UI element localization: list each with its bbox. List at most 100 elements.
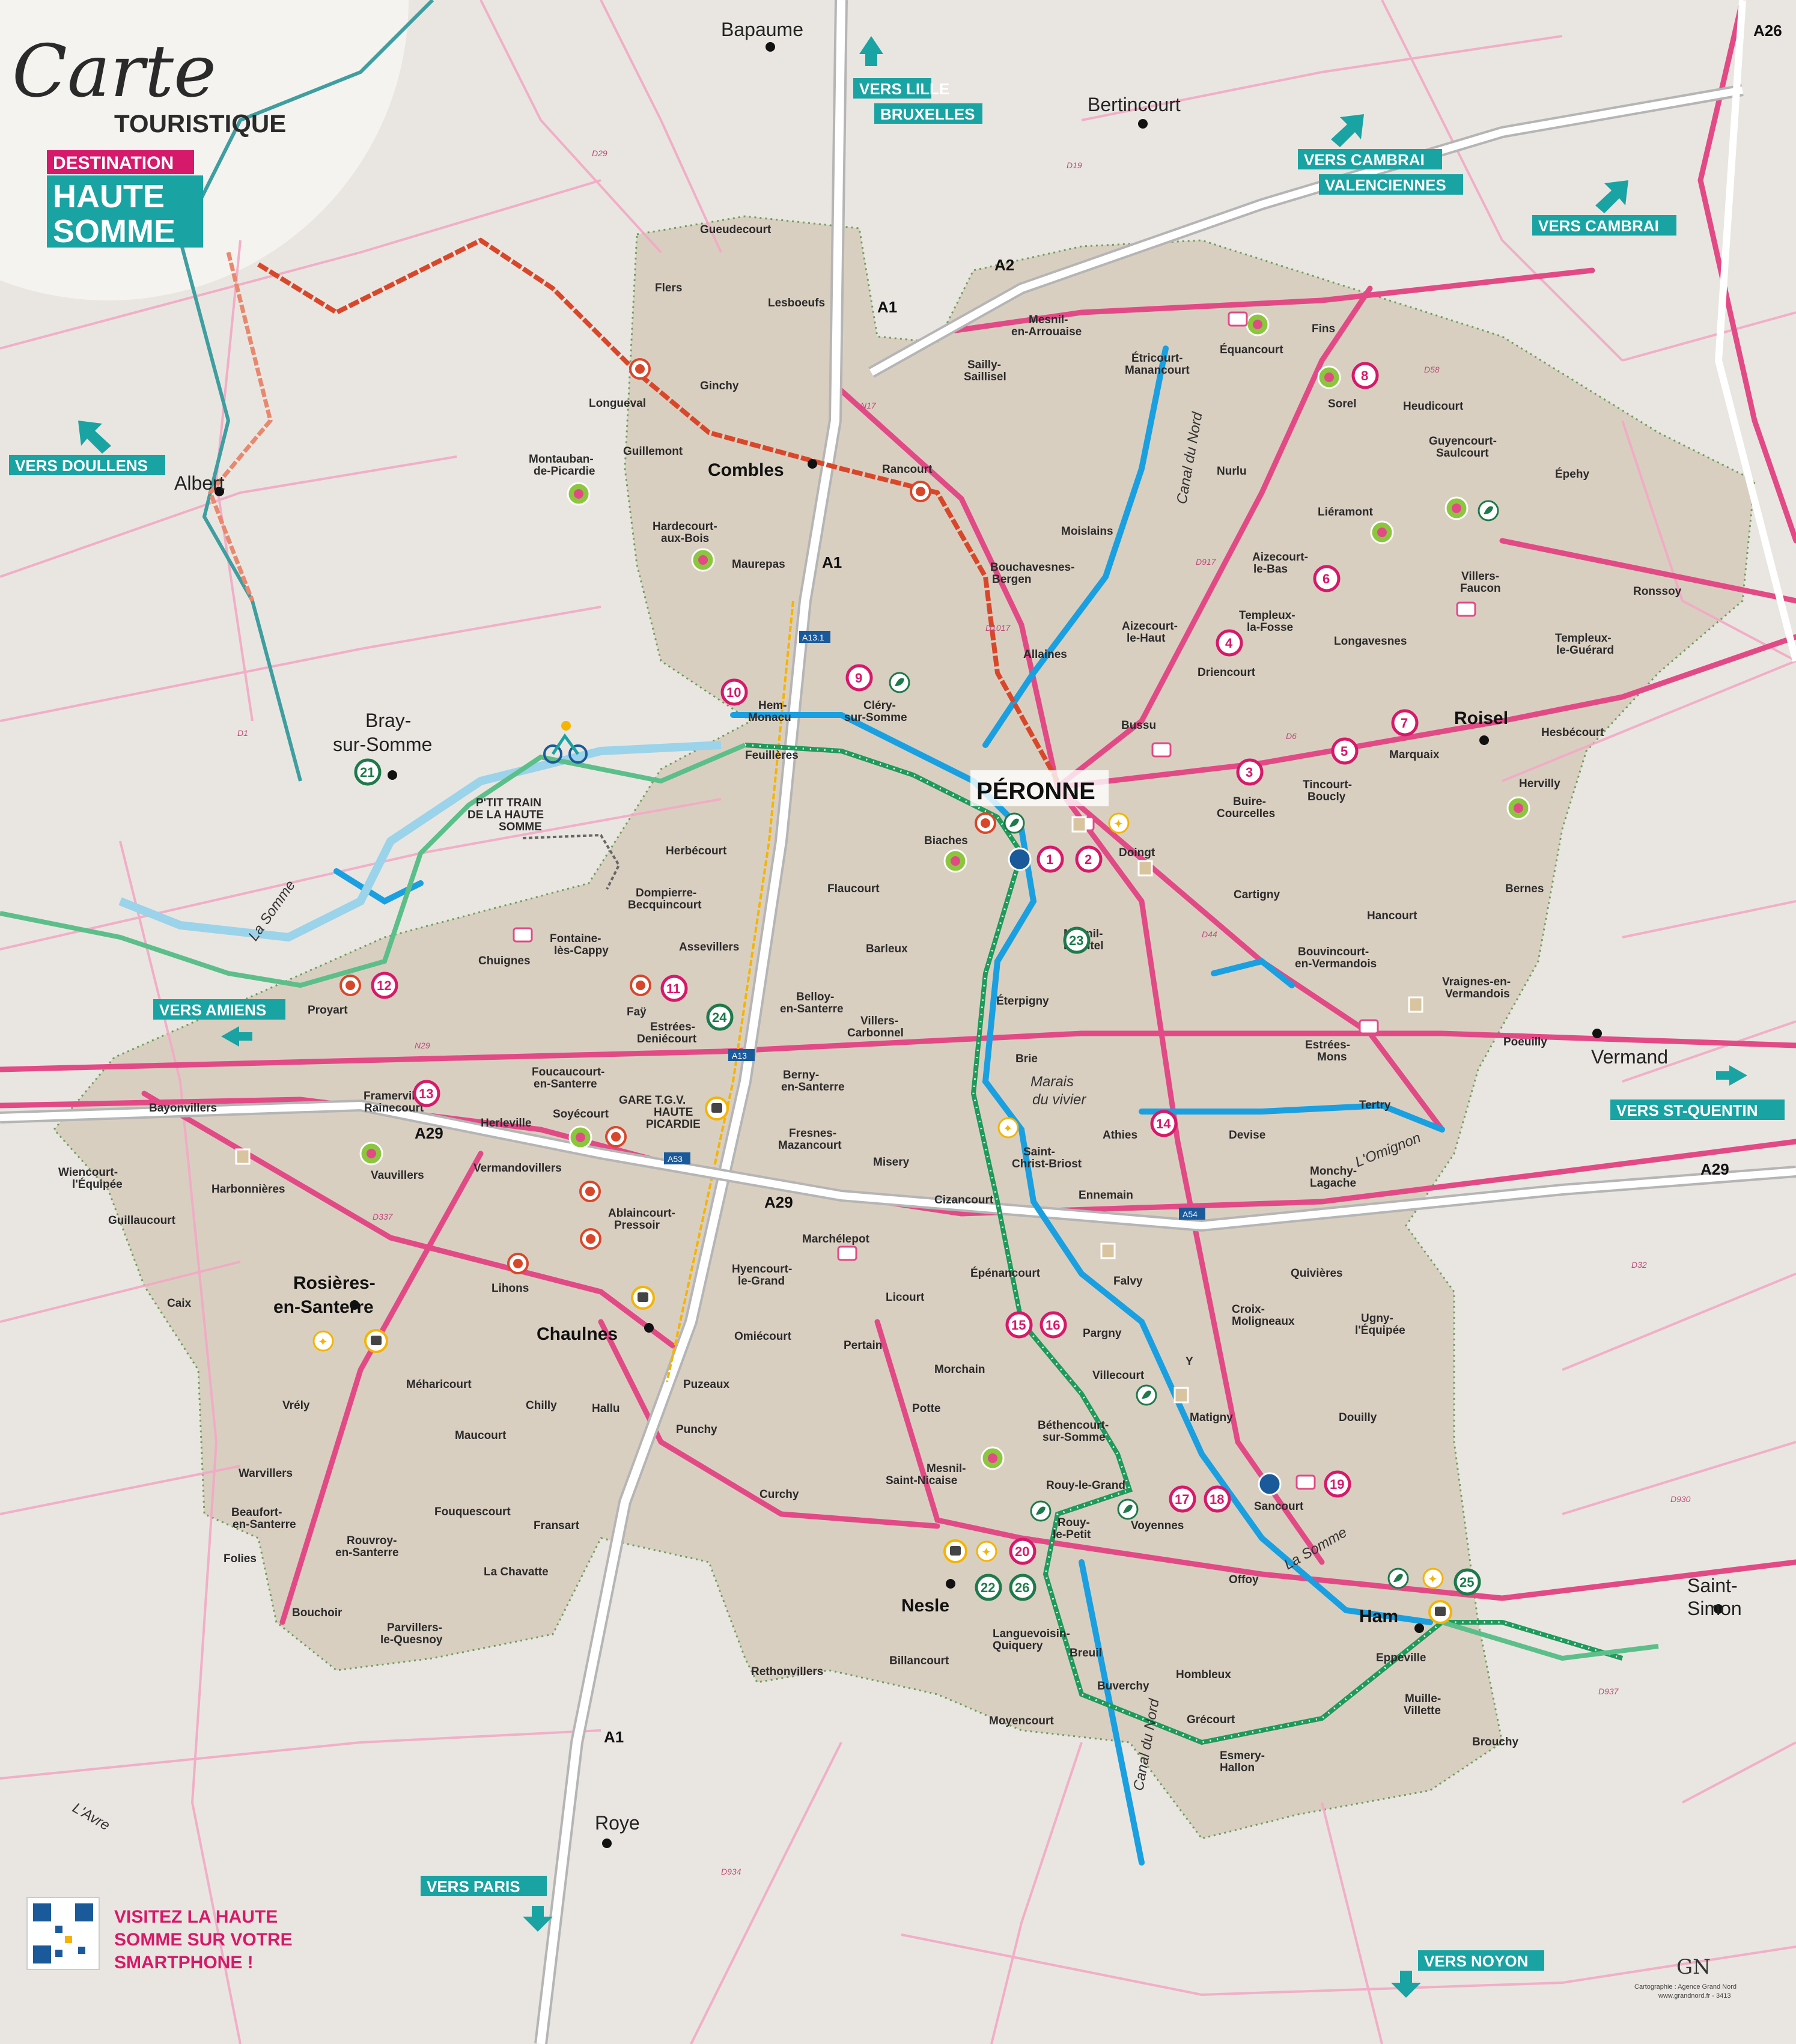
svg-text:VERS ST-QUENTIN: VERS ST-QUENTIN (1616, 1101, 1758, 1119)
leaf-icon[interactable] (889, 672, 910, 693)
poi-6[interactable]: 6 (1313, 565, 1341, 592)
basket-icon[interactable] (1151, 742, 1172, 758)
castle-icon[interactable] (1071, 816, 1087, 833)
direction-noyon[interactable]: VERS NOYON (1391, 1950, 1544, 1998)
qr-code-icon[interactable] (33, 1903, 93, 1963)
poppy-icon[interactable] (507, 1253, 529, 1274)
poi-20[interactable]: 20 (1009, 1538, 1037, 1565)
garden-icon[interactable] (691, 548, 715, 572)
garden-icon[interactable] (1317, 365, 1341, 389)
garden-icon[interactable] (1506, 796, 1530, 820)
train-icon[interactable] (1428, 1600, 1452, 1624)
direction-cambrai-valenciennes[interactable]: VERS CAMBRAI VALENCIENNES (1298, 114, 1463, 195)
poi-8[interactable]: 8 (1351, 362, 1379, 389)
poi-16[interactable]: 16 (1040, 1311, 1067, 1339)
castle-icon[interactable] (1100, 1243, 1116, 1259)
poi-14[interactable]: 14 (1150, 1110, 1178, 1137)
direction-doullens[interactable]: VERS DOULLENS (9, 421, 165, 475)
poi-22[interactable]: 22 (975, 1574, 1002, 1601)
poppy-icon[interactable] (630, 975, 651, 996)
basket-icon[interactable] (1456, 601, 1476, 617)
poi-4[interactable]: 4 (1216, 629, 1243, 657)
castle-icon[interactable] (1137, 860, 1153, 877)
basket-icon[interactable] (837, 1246, 857, 1261)
svg-text:Brie: Brie (1015, 1053, 1038, 1065)
poi-10[interactable]: 10 (720, 678, 748, 706)
garden-icon[interactable] (1444, 496, 1469, 520)
direction-paris[interactable]: VERS PARIS (421, 1876, 553, 1932)
poi-15[interactable]: 15 (1005, 1311, 1033, 1339)
svg-text:Harbonnières: Harbonnières (212, 1183, 285, 1196)
svg-text:Aizecourt-: Aizecourt- (1122, 620, 1178, 633)
direction-st-quentin[interactable]: VERS ST-QUENTIN (1610, 1065, 1785, 1120)
poi-2[interactable]: 2 (1075, 845, 1103, 873)
poi-17[interactable]: 17 (1169, 1485, 1196, 1513)
poppy-icon[interactable] (975, 812, 996, 834)
train-icon[interactable] (631, 1286, 655, 1310)
poi-24[interactable]: 24 (706, 1003, 734, 1031)
leaf-icon[interactable] (1387, 1568, 1409, 1589)
poppy-icon[interactable] (579, 1181, 601, 1202)
poppy-icon[interactable] (605, 1126, 627, 1148)
garden-icon[interactable] (359, 1142, 383, 1166)
castle-icon[interactable] (235, 1148, 251, 1165)
green-poi-markers[interactable]: 21 22 23 24 25 26 (354, 758, 1481, 1601)
tourist-office-icon[interactable] (1008, 847, 1032, 871)
castle-icon[interactable] (1173, 1387, 1189, 1404)
poi-21[interactable]: 21 (354, 758, 382, 786)
basket-icon[interactable] (1359, 1019, 1379, 1035)
garden-icon[interactable] (981, 1446, 1005, 1470)
sparkle-icon[interactable]: ✦ (997, 1117, 1019, 1139)
svg-text:12: 12 (377, 978, 391, 993)
garden-icon[interactable] (1246, 312, 1270, 336)
sparkle-icon[interactable]: ✦ (312, 1330, 334, 1352)
leaf-icon[interactable] (1030, 1500, 1052, 1522)
poi-19[interactable]: 19 (1324, 1470, 1351, 1498)
poppy-icon[interactable] (910, 481, 931, 502)
poi-7[interactable]: 7 (1391, 709, 1419, 737)
poi-markers[interactable]: 1 2 3 4 5 6 7 8 9 10 11 12 13 14 15 16 1… (371, 362, 1419, 1565)
arrow-left-icon (221, 1026, 252, 1047)
qr-promo[interactable]: VISITEZ LA HAUTE SOMME SUR VOTRE SMARTPH… (26, 1897, 293, 1973)
leaf-icon[interactable] (1478, 500, 1499, 522)
castle-icon[interactable] (1408, 996, 1423, 1013)
cyclist-icon[interactable] (543, 721, 588, 764)
poppy-icon[interactable] (629, 358, 651, 380)
sparkle-icon[interactable]: ✦ (1422, 1568, 1444, 1589)
garden-icon[interactable] (567, 482, 591, 506)
direction-cambrai[interactable]: VERS CAMBRAI (1532, 180, 1676, 236)
poi-26[interactable]: 26 (1009, 1574, 1037, 1601)
basket-icon[interactable] (1295, 1474, 1316, 1490)
train-icon[interactable] (364, 1329, 388, 1353)
basket-icon[interactable] (513, 927, 533, 943)
sparkle-icon[interactable]: ✦ (1108, 812, 1130, 834)
poi-12[interactable]: 12 (371, 972, 398, 999)
direction-amiens[interactable]: VERS AMIENS (153, 999, 285, 1047)
basket-icon[interactable] (1228, 311, 1248, 327)
poi-1[interactable]: 1 (1037, 845, 1064, 873)
leaf-icon[interactable] (1003, 812, 1025, 834)
poi-13[interactable]: 13 (413, 1080, 440, 1107)
garden-icon[interactable] (943, 849, 967, 873)
poppy-icon[interactable] (580, 1228, 601, 1250)
tourist-office-icon[interactable] (1258, 1472, 1282, 1496)
leaf-icon[interactable] (1117, 1498, 1139, 1520)
train-icon[interactable] (705, 1097, 729, 1121)
garden-icon[interactable] (568, 1125, 592, 1149)
poi-11[interactable]: 11 (660, 975, 688, 1002)
leaf-icon[interactable] (1136, 1384, 1157, 1406)
poi-18[interactable]: 18 (1204, 1485, 1231, 1513)
poi-3[interactable]: 3 (1236, 758, 1264, 786)
poppy-icon[interactable] (339, 975, 361, 996)
direction-lille[interactable]: VERS LILLE BRUXELLES (853, 36, 982, 124)
sparkle-icon[interactable]: ✦ (976, 1541, 997, 1562)
icon-markers[interactable]: ✦ ✦ ✦ ✦ ✦ (235, 311, 1530, 1624)
poi-9[interactable]: 9 (845, 664, 873, 692)
train-icon[interactable] (943, 1539, 967, 1563)
svg-text:VERS PARIS: VERS PARIS (427, 1878, 520, 1896)
poi-23[interactable]: 23 (1063, 926, 1091, 954)
poi-5[interactable]: 5 (1331, 737, 1359, 765)
garden-icon[interactable] (1370, 520, 1394, 544)
poi-25[interactable]: 25 (1454, 1568, 1481, 1596)
